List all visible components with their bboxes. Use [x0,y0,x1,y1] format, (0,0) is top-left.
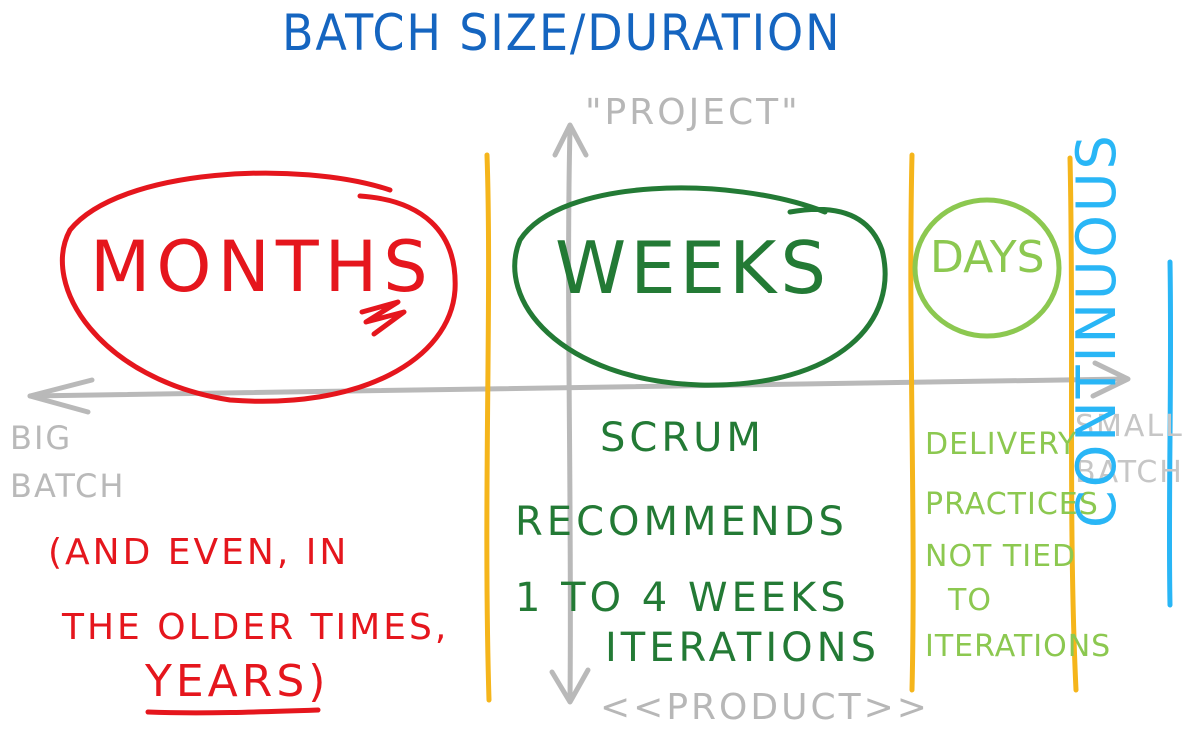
days-note-line4: TO [948,583,992,618]
horizontal-axis [27,376,1128,399]
divider-line-months-weeks [484,152,492,703]
continuous-label: CONTINUOUS [1065,132,1128,528]
days-label: DAYS [930,232,1045,283]
weeks-ellipse [512,185,888,388]
axis-bottom-label: <<PRODUCT>> [600,687,930,728]
axis-left-label-line2: BATCH [10,467,126,505]
axis-left-arrowhead [27,377,95,415]
diagram-title: BATCH SIZE/DURATION [282,4,842,62]
axis-right-label-line1: SMALL [1075,409,1184,444]
axis-top-label: "PROJECT" [585,92,801,133]
days-note-line3: NOT TIED [925,539,1077,574]
divider-line-days-continuous [1067,155,1079,693]
days-note-line1: DELIVERY [925,427,1078,462]
months-note-line2: THE OLDER TIMES, [62,607,450,648]
divider-line-weeks-days [908,152,916,693]
axis-top-arrowhead [552,122,589,158]
vertical-axis [566,125,573,703]
days-note-line5: ITERATIONS [925,629,1112,664]
days-ellipse [912,197,1062,339]
months-ellipse [59,170,458,404]
months-label: MONTHS [90,226,434,308]
axis-bottom-arrowhead [549,667,591,705]
years-underline [145,707,321,716]
days-note-line2: PRACTICES [925,487,1099,522]
months-scribble [359,299,407,337]
axis-left-label-line1: BIG [10,419,73,457]
continuous-underline [1166,259,1174,608]
months-note-line3: YEARS) [145,656,330,707]
weeks-label: WEEKS [555,226,831,310]
weeks-note-line1: SCRUM [600,415,765,461]
weeks-note-line3: 1 TO 4 WEEKS [515,575,850,621]
axis-right-arrowhead [1090,360,1131,399]
months-note-line1: (AND EVEN, IN [48,532,350,573]
weeks-note-line4: ITERATIONS [605,625,880,671]
axis-right-label-line2: BATCH [1075,455,1184,490]
weeks-note-line2: RECOMMENDS [515,499,848,545]
